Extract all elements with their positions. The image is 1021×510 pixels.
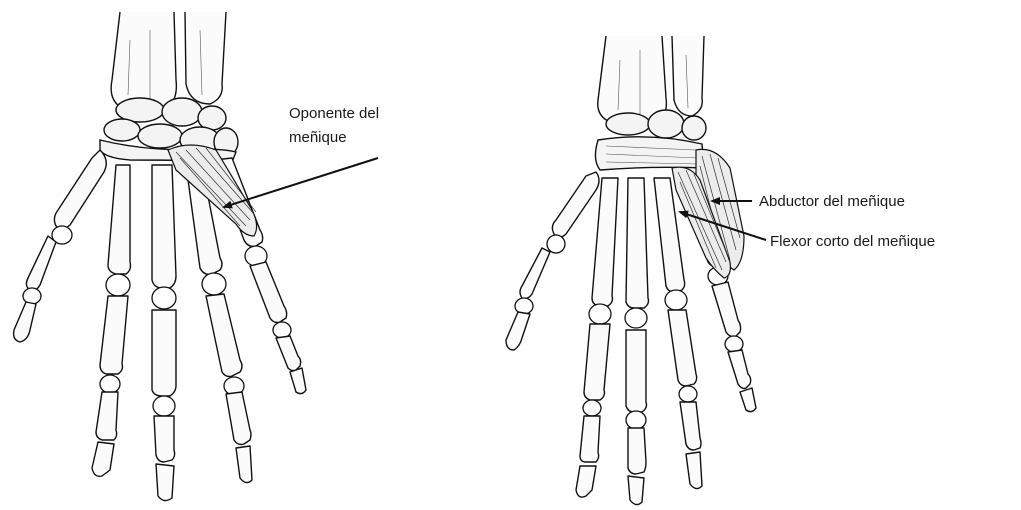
- index-finger-bones: [576, 178, 618, 497]
- thumb-bones: [506, 172, 599, 350]
- flexor-label: Flexor corto del meñique: [770, 233, 935, 250]
- carpal-bones: [595, 110, 706, 170]
- right-hand-illustration: Abductor del meñique Flexor corto del me…: [506, 36, 935, 505]
- ulna-bone: [185, 12, 226, 104]
- opponens-label-line1: Oponente del: [289, 105, 379, 122]
- opponens-pointer-line: [224, 158, 378, 207]
- thumb-bones: [14, 150, 107, 342]
- left-hand-illustration: Oponente del meñique: [14, 12, 379, 501]
- middle-finger-bones: [152, 165, 176, 501]
- abductor-label: Abductor del meñique: [759, 193, 905, 210]
- index-finger-bones: [92, 165, 131, 476]
- radius-bone: [598, 36, 667, 122]
- opponens-label-line2: meñique: [289, 129, 347, 146]
- radius-bone: [111, 12, 176, 108]
- middle-finger-bones: [625, 178, 649, 505]
